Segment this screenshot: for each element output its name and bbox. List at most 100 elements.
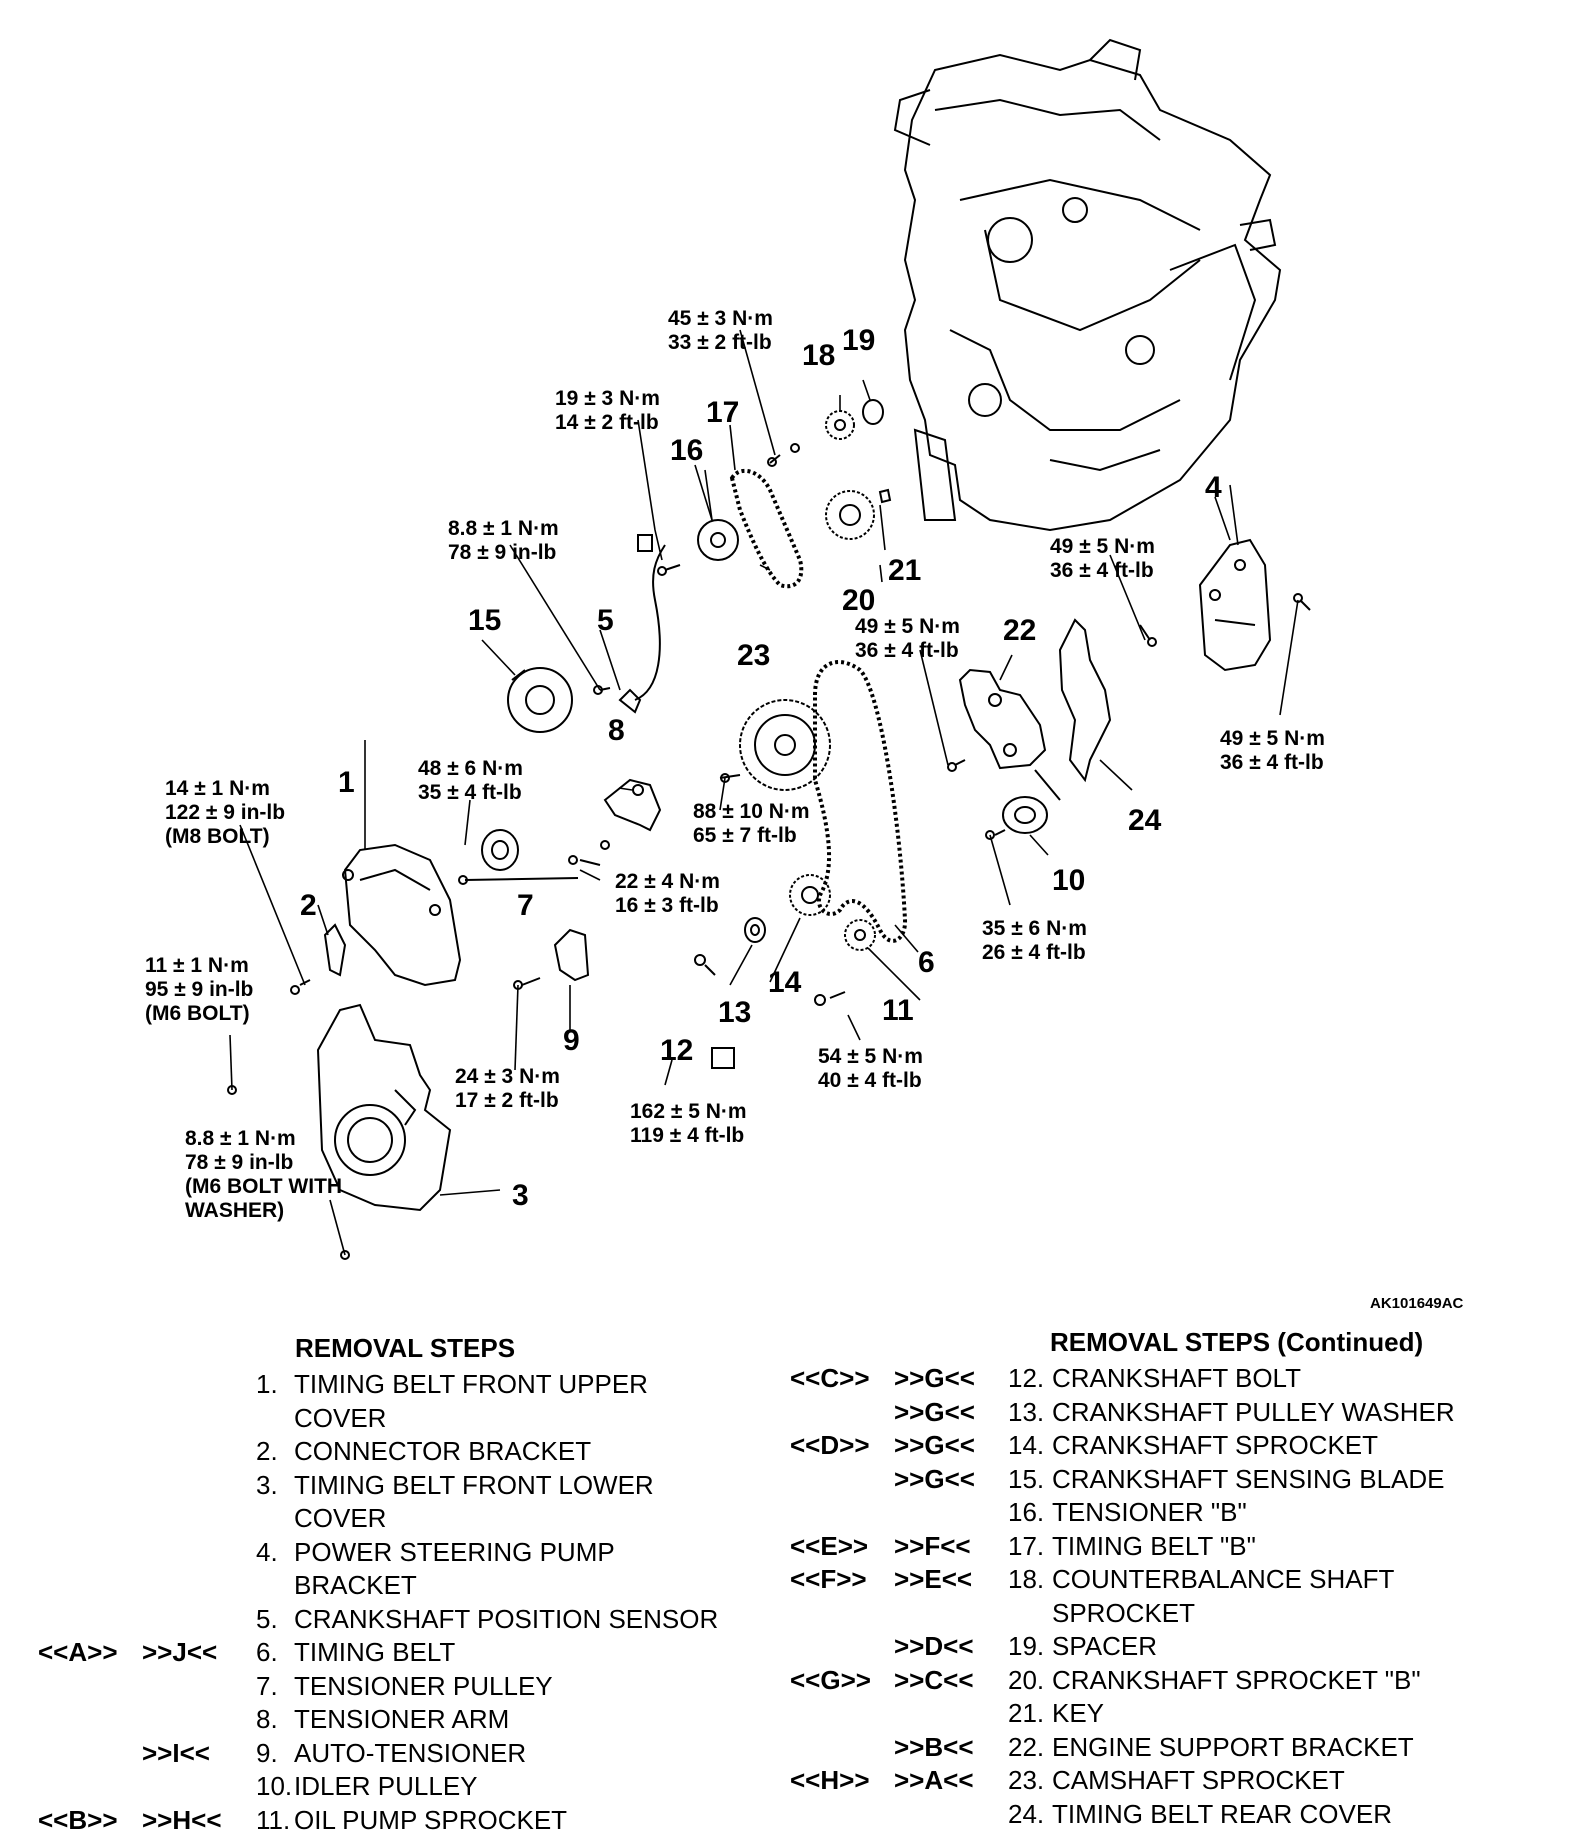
disassembly-ref: <<E>>: [790, 1530, 868, 1564]
removal-step-row: 2.CONNECTOR BRACKET: [38, 1435, 778, 1469]
removal-step-row: <<F>>>>E<<18.COUNTERBALANCE SHAFT: [790, 1563, 1570, 1597]
step-text: TIMING BELT REAR COVER: [1052, 1798, 1392, 1832]
callout-3: 3: [512, 1179, 529, 1212]
step-number: 21.: [1008, 1697, 1044, 1731]
removal-step-row: SPROCKET: [790, 1597, 1570, 1631]
removal-step-row: <<C>>>>G<<12.CRANKSHAFT BOLT: [790, 1362, 1570, 1396]
step-text: BRACKET: [294, 1569, 417, 1603]
callout-21: 21: [888, 554, 921, 587]
torque-spec-8: 22 ± 4 N·m 16 ± 3 ft-lb: [615, 870, 726, 917]
step-text: TENSIONER ARM: [294, 1703, 509, 1737]
step-number: 18.: [1008, 1563, 1044, 1597]
step-text: TIMING BELT FRONT LOWER: [294, 1469, 654, 1503]
callout-1: 1: [338, 766, 355, 799]
torque-spec-m8-bolt: 14 ± 1 N·m 122 ± 9 in-lb (M8 BOLT): [165, 777, 291, 848]
callout-10: 10: [1052, 864, 1085, 897]
part-power-steering-pump-bracket: [1200, 540, 1270, 670]
torque-spec-22: 49 ± 5 N·m 36 ± 4 ft-lb: [855, 615, 966, 662]
callout-23: 23: [737, 639, 770, 672]
callout-15: 15: [468, 604, 501, 637]
callout-24: 24: [1128, 804, 1162, 837]
step-text: SPROCKET: [1052, 1597, 1195, 1631]
reassembly-ref: >>G<<: [894, 1362, 975, 1396]
part-crankshaft-position-sensor: [620, 535, 665, 712]
torque-spec-10: 35 ± 6 N·m 26 ± 4 ft-lb: [982, 917, 1093, 964]
part-crankshaft-pulley-washer: [745, 918, 765, 942]
reassembly-ref: >>G<<: [894, 1463, 975, 1497]
disassembly-ref: <<D>>: [790, 1429, 870, 1463]
engine-block: [895, 40, 1280, 530]
callout-13: 13: [718, 996, 751, 1029]
removal-step-row: <<D>> >>G<< 14.CRANKSHAFT SPROCKET: [790, 1429, 1570, 1463]
part-oil-pump-sprocket: [845, 920, 875, 950]
callout-12: 12: [660, 1034, 693, 1067]
removal-step-row: >>B<<22.ENGINE SUPPORT BRACKET: [790, 1731, 1570, 1765]
removal-step-row: 7.TENSIONER PULLEY: [38, 1670, 778, 1704]
removal-step-row: >>G<< 13.CRANKSHAFT PULLEY WASHER: [790, 1396, 1570, 1430]
step-number: 20.: [1008, 1664, 1044, 1698]
removal-step-row: 21.KEY: [790, 1697, 1570, 1731]
removal-step-row: 8.TENSIONER ARM: [38, 1703, 778, 1737]
reassembly-ref: >>E<<: [894, 1563, 972, 1597]
step-number: 11.: [256, 1804, 290, 1837]
removal-steps-heading: REMOVAL STEPS: [295, 1333, 515, 1364]
exploded-view-diagram: 1 2 3 4 5 6 7 8 9 10 11 12 13 14 15 16 1…: [0, 0, 1584, 1300]
part-engine-support-bracket: [960, 670, 1060, 800]
step-text: COUNTERBALANCE SHAFT: [1052, 1563, 1394, 1597]
step-text: TIMING BELT: [294, 1636, 455, 1670]
removal-step-row: 10.IDLER PULLEY: [38, 1770, 778, 1804]
removal-step-row: 24.TIMING BELT REAR COVER: [790, 1798, 1570, 1832]
callout-14: 14: [768, 966, 802, 999]
reassembly-ref: >>J<<: [142, 1636, 217, 1670]
disassembly-ref: <<A>>: [38, 1636, 118, 1670]
torque-spec-4-top: 49 ± 5 N·m 36 ± 4 ft-lb: [1050, 535, 1161, 582]
step-number: 2.: [256, 1435, 278, 1469]
reassembly-ref: >>G<<: [894, 1396, 975, 1430]
step-number: 12.: [1008, 1362, 1044, 1396]
step-number: 14.: [1008, 1429, 1044, 1463]
step-text: COVER: [294, 1402, 386, 1436]
part-crankshaft-sensing-blade: [508, 668, 572, 732]
removal-steps-continued-list: <<C>>>>G<<12.CRANKSHAFT BOLT>>G<<13.CRAN…: [790, 1362, 1570, 1831]
part-key: [880, 490, 890, 502]
step-number: 19.: [1008, 1630, 1044, 1664]
removal-step-row: >>D<<19.SPACER: [790, 1630, 1570, 1664]
torque-spec-15: 8.8 ± 1 N·m 78 ± 9 in-lb: [448, 517, 565, 564]
callout-11: 11: [882, 994, 914, 1027]
reassembly-ref: >>G<<: [894, 1429, 975, 1463]
removal-step-row: COVER: [38, 1502, 778, 1536]
part-timing-belt-rear-cover: [1060, 620, 1110, 780]
step-number: 9.: [256, 1737, 278, 1771]
torque-spec-18: 45 ± 3 N·m 33 ± 2 ft-lb: [668, 307, 779, 354]
torque-spec-23: 88 ± 10 N·m 65 ± 7 ft-lb: [693, 800, 815, 847]
part-crankshaft-sprocket-b: [826, 491, 874, 539]
removal-step-row: <<H>>>>A<<23.CAMSHAFT SPROCKET: [790, 1764, 1570, 1798]
removal-step-row: <<G>>>>C<<20.CRANKSHAFT SPROCKET "B": [790, 1664, 1570, 1698]
step-text: CRANKSHAFT SENSING BLADE: [1052, 1463, 1445, 1497]
callout-20: 20: [842, 584, 875, 617]
reassembly-ref: >>F<<: [894, 1530, 971, 1564]
part-timing-belt-front-upper-cover: [343, 845, 460, 985]
torque-spec-7: 48 ± 6 N·m 35 ± 4 ft-lb: [418, 757, 529, 804]
callout-18: 18: [802, 339, 835, 372]
removal-step-row: COVER: [38, 1402, 778, 1436]
step-text: IDLER PULLEY: [294, 1770, 478, 1804]
step-text: CRANKSHAFT BOLT: [1052, 1362, 1301, 1396]
disassembly-ref: <<B>>: [38, 1804, 118, 1837]
step-text: CRANKSHAFT SPROCKET: [1052, 1429, 1378, 1463]
torque-spec-11: 54 ± 5 N·m 40 ± 4 ft-lb: [818, 1045, 929, 1092]
step-text: POWER STEERING PUMP: [294, 1536, 615, 1570]
step-text: CRANKSHAFT PULLEY WASHER: [1052, 1396, 1455, 1430]
part-idler-pulley: [1003, 797, 1047, 833]
removal-step-row: 16.TENSIONER "B": [790, 1496, 1570, 1530]
step-number: 23.: [1008, 1764, 1044, 1798]
removal-step-row: 5.CRANKSHAFT POSITION SENSOR: [38, 1603, 778, 1637]
part-tensioner-arm: [605, 780, 660, 830]
step-text: CRANKSHAFT SPROCKET "B": [1052, 1664, 1421, 1698]
step-text: CRANKSHAFT POSITION SENSOR: [294, 1603, 718, 1637]
part-tensioner-pulley: [482, 830, 518, 870]
step-number: 13.: [1008, 1396, 1044, 1430]
disassembly-ref: <<G>>: [790, 1664, 871, 1698]
step-number: 7.: [256, 1670, 278, 1704]
disassembly-ref: <<H>>: [790, 1764, 870, 1798]
